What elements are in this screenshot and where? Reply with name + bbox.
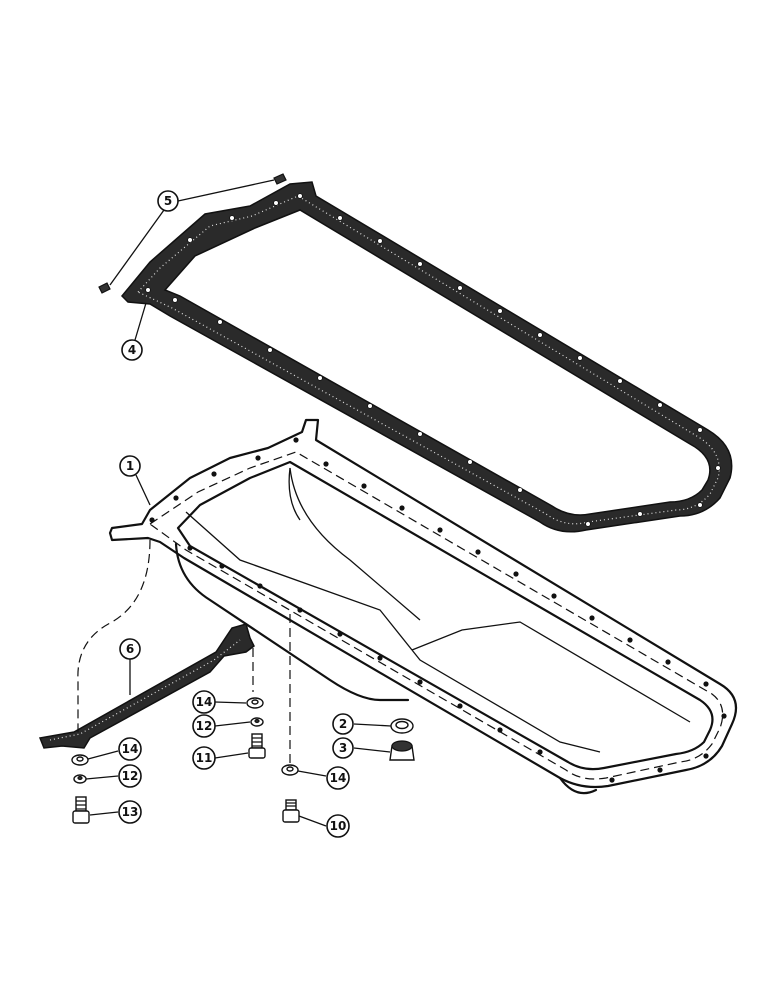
flat-washer-center bbox=[246, 697, 264, 709]
callout-4: 4 bbox=[121, 339, 143, 361]
leader-lines bbox=[85, 179, 392, 827]
callout-5: 5 bbox=[157, 190, 179, 212]
callout-14-right-label: 14 bbox=[330, 771, 347, 785]
callout-14-center-label: 14 bbox=[196, 695, 213, 709]
callout-14-right: 14 bbox=[326, 766, 350, 790]
oil-pan bbox=[108, 418, 738, 795]
rear-seal-gasket bbox=[38, 623, 255, 749]
callout-13-label: 13 bbox=[122, 805, 139, 819]
callout-10: 10 bbox=[326, 814, 350, 838]
alignment-lines bbox=[77, 539, 291, 764]
callout-12-center-label: 12 bbox=[196, 719, 213, 733]
callout-1: 1 bbox=[119, 455, 141, 477]
callout-4-label: 4 bbox=[128, 343, 136, 357]
gasket-end-pieces bbox=[98, 173, 287, 294]
callout-3-label: 3 bbox=[339, 741, 347, 755]
drain-plug bbox=[389, 740, 415, 761]
callout-12-left: 12 bbox=[118, 764, 142, 788]
drain-plug-gasket bbox=[390, 718, 414, 734]
flat-washer-right bbox=[281, 764, 299, 776]
callout-12-left-label: 12 bbox=[122, 769, 139, 783]
callout-2-label: 2 bbox=[339, 717, 347, 731]
callout-12-center: 12 bbox=[192, 714, 216, 738]
oil-pan-gasket bbox=[120, 181, 733, 533]
callout-14-left: 14 bbox=[118, 737, 142, 761]
lock-washer-left bbox=[73, 774, 87, 784]
callout-3: 3 bbox=[332, 737, 354, 759]
callout-1-label: 1 bbox=[126, 459, 134, 473]
lock-washer-center bbox=[250, 717, 264, 727]
callout-2: 2 bbox=[332, 713, 354, 735]
callout-11-label: 11 bbox=[196, 751, 213, 765]
callout-5-label: 5 bbox=[164, 194, 172, 208]
callout-6: 6 bbox=[119, 638, 141, 660]
callout-14-center: 14 bbox=[192, 690, 216, 714]
cap-screw-left bbox=[72, 796, 90, 824]
cap-screw-center bbox=[248, 733, 266, 759]
callout-10-label: 10 bbox=[330, 819, 347, 833]
cap-screw-right bbox=[282, 799, 300, 823]
callout-14-left-label: 14 bbox=[122, 742, 139, 756]
callout-13: 13 bbox=[118, 800, 142, 824]
flat-washer-left bbox=[71, 754, 89, 766]
callout-11: 11 bbox=[192, 746, 216, 770]
callout-6-label: 6 bbox=[126, 642, 134, 656]
